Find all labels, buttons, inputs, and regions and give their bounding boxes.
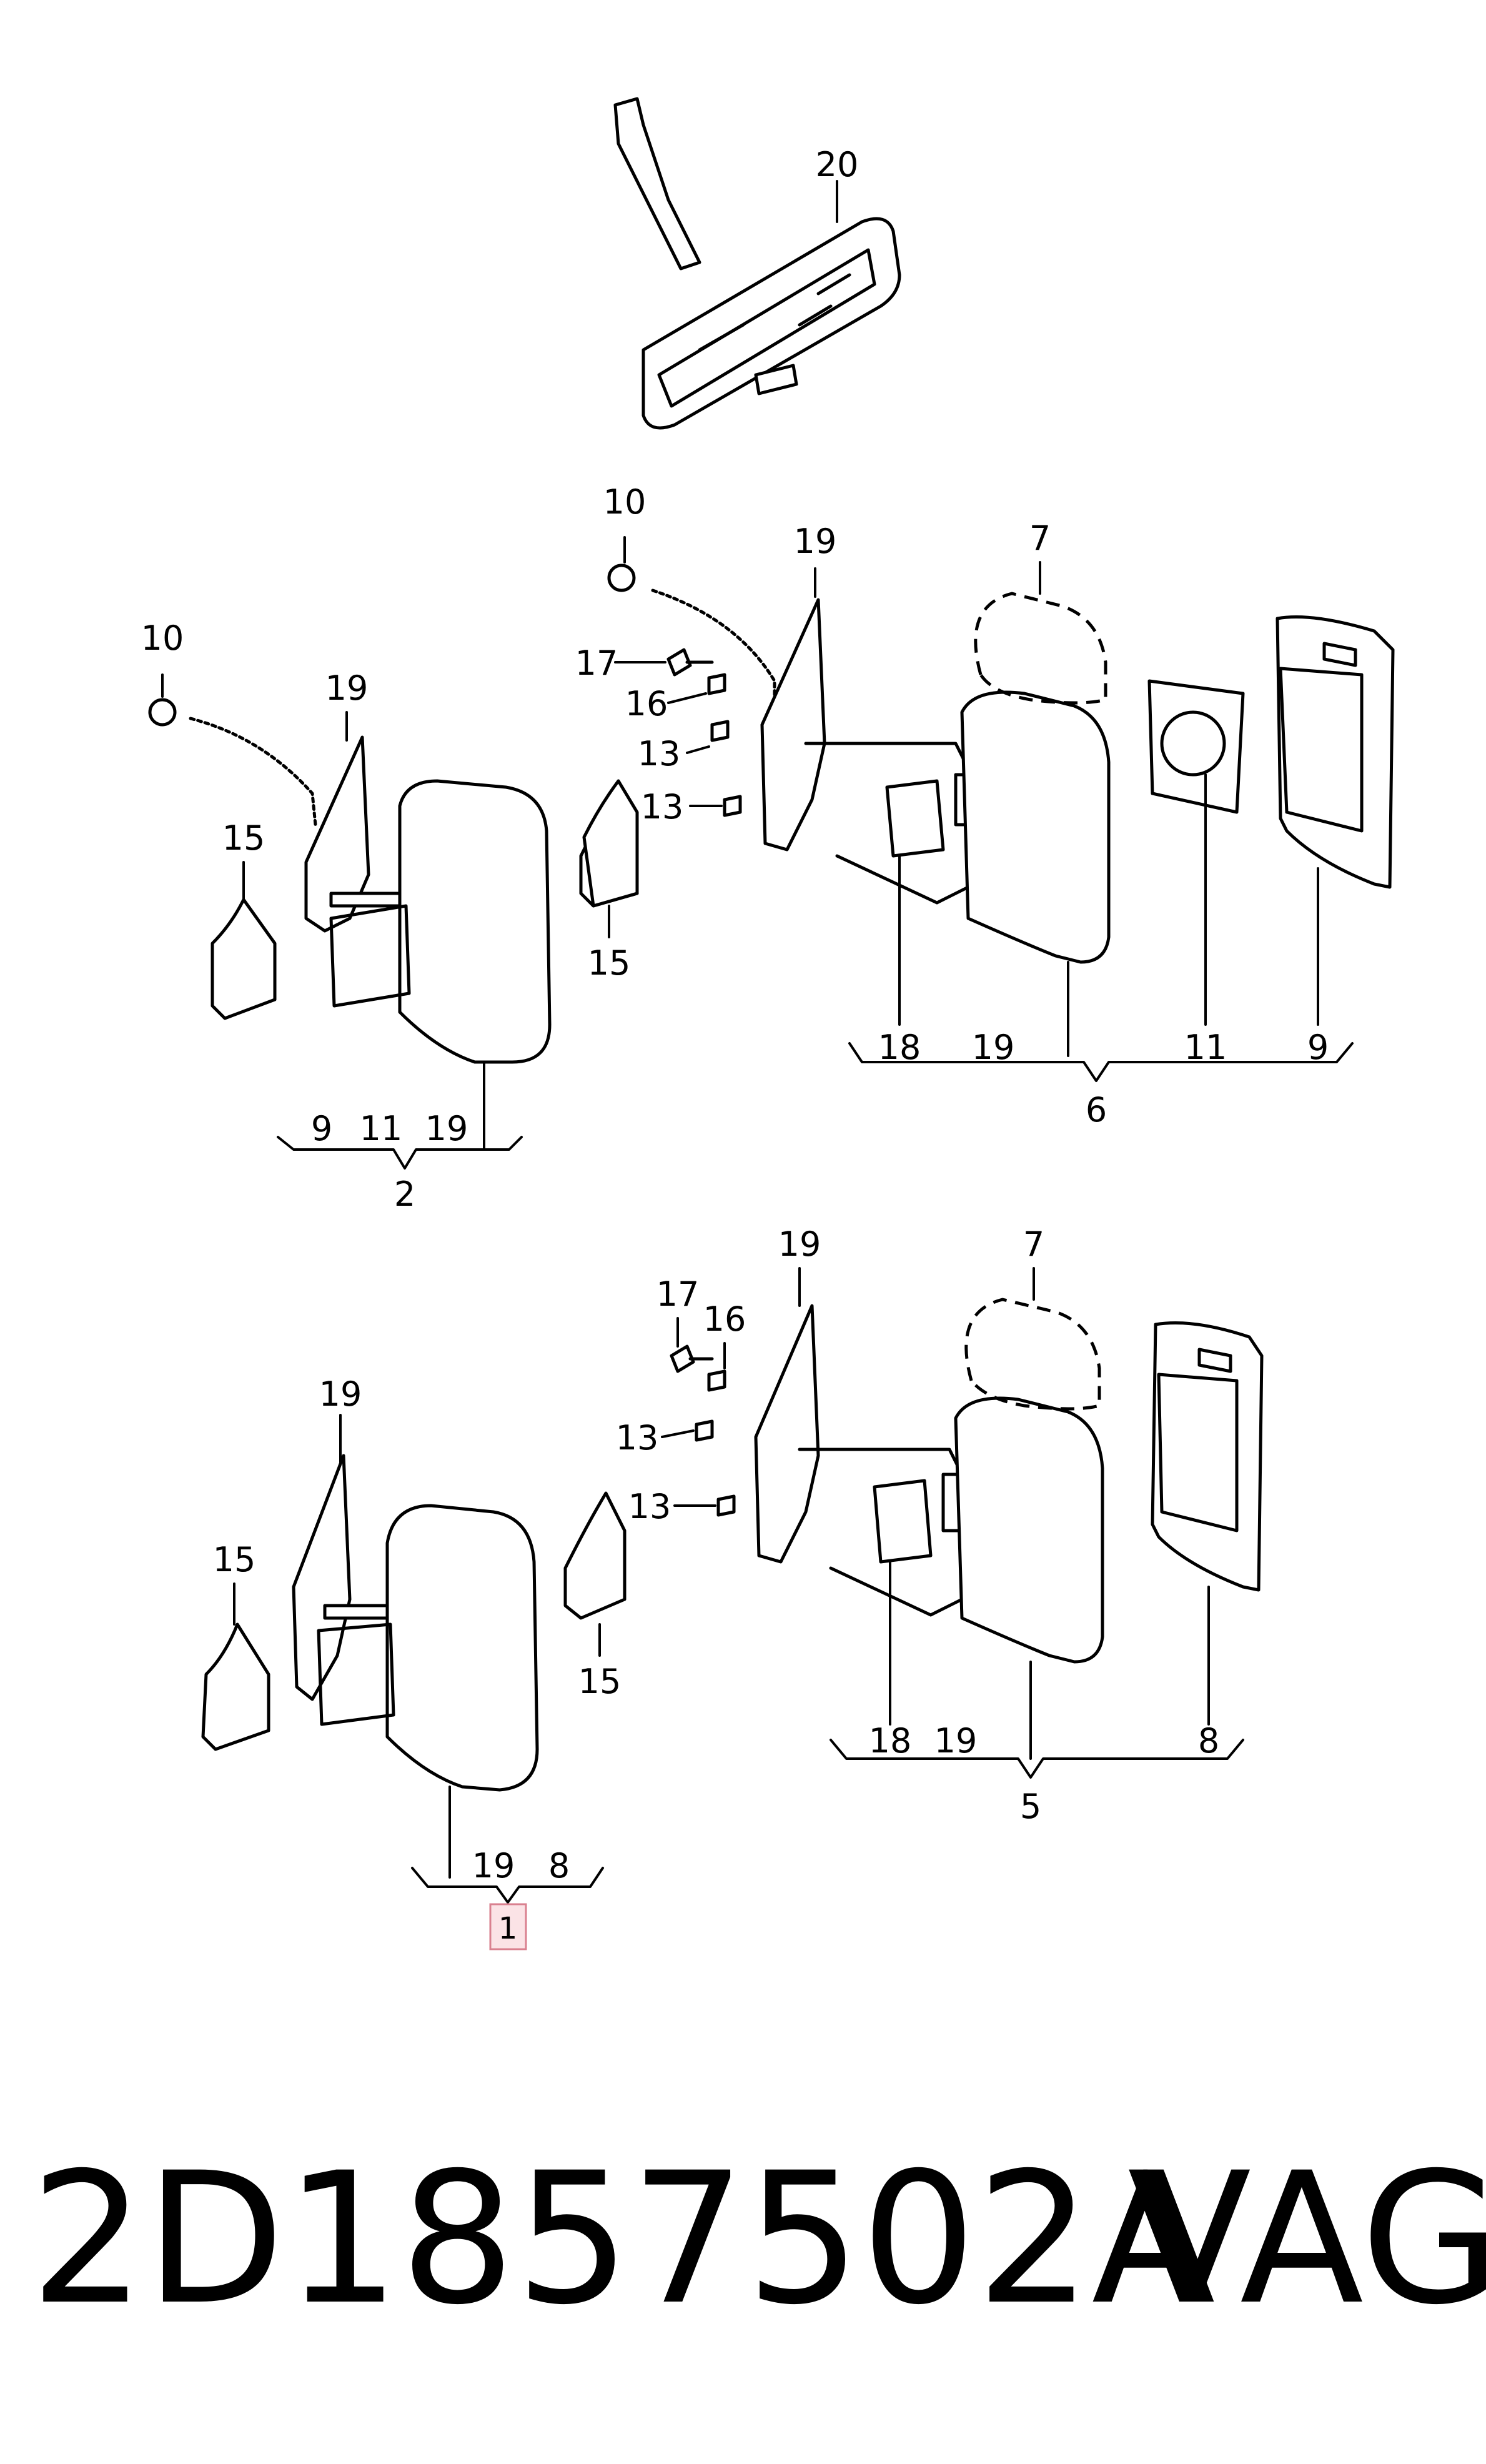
callout-15-b: 15 [588,943,631,983]
callout-19-a: 19 [325,668,369,708]
bracket-19-d: 19 [934,1721,978,1761]
mirror-assembly-1 [201,1454,627,1792]
callout-13-a: 13 [638,734,681,773]
bracket-19-c: 19 [472,1846,515,1885]
callout-10-b: 10 [603,482,646,522]
callout-17-a: 17 [575,643,618,683]
bracket-9-a: 9 [311,1109,332,1148]
callout-7-a: 7 [1029,519,1051,558]
callout-19-c: 19 [319,1374,362,1414]
callout-16-a: 16 [625,684,668,723]
callout-16-b: 16 [703,1299,746,1339]
callout-15-c: 15 [213,1540,256,1579]
mirror-assembly-2 [148,698,639,1064]
group-label-6: 6 [1086,1090,1107,1130]
callout-13-c: 13 [616,1418,659,1458]
group-label-5: 5 [1020,1787,1041,1826]
callout-7-b: 7 [1023,1225,1044,1264]
callout-20: 20 [816,145,859,184]
bracket-19-a: 19 [425,1109,468,1148]
bracket-19-b: 19 [972,1028,1015,1067]
mirror-assembly-6 [582,564,1395,964]
brand-name: VAG [1127,2134,1486,2345]
mirror-assembly-5 [670,1298,1264,1664]
bracket-9-b: 9 [1307,1028,1329,1067]
interior-mirror [613,97,901,430]
callout-15-a: 15 [222,818,265,858]
callout-10-a: 10 [141,618,184,658]
group-label-2: 2 [394,1175,415,1214]
callout-13-b: 13 [641,787,684,827]
bracket-11-b: 11 [1184,1028,1227,1067]
callout-19-b: 19 [794,522,837,561]
bracket-8-a: 8 [548,1846,570,1885]
part-number: 2D1857502A [30,2134,1216,2345]
bracket-8-b: 8 [1198,1721,1219,1761]
bracket-18-a: 18 [878,1028,921,1067]
callout-13-d: 13 [628,1487,671,1526]
group-label-1: 1 [498,1911,518,1946]
bracket-11-a: 11 [360,1109,403,1148]
callout-15-d: 15 [578,1662,622,1701]
callout-17-b: 17 [656,1274,700,1314]
highlight-box [489,1903,527,1950]
bracket-18-b: 18 [869,1721,912,1761]
callout-19-d: 19 [778,1225,821,1264]
